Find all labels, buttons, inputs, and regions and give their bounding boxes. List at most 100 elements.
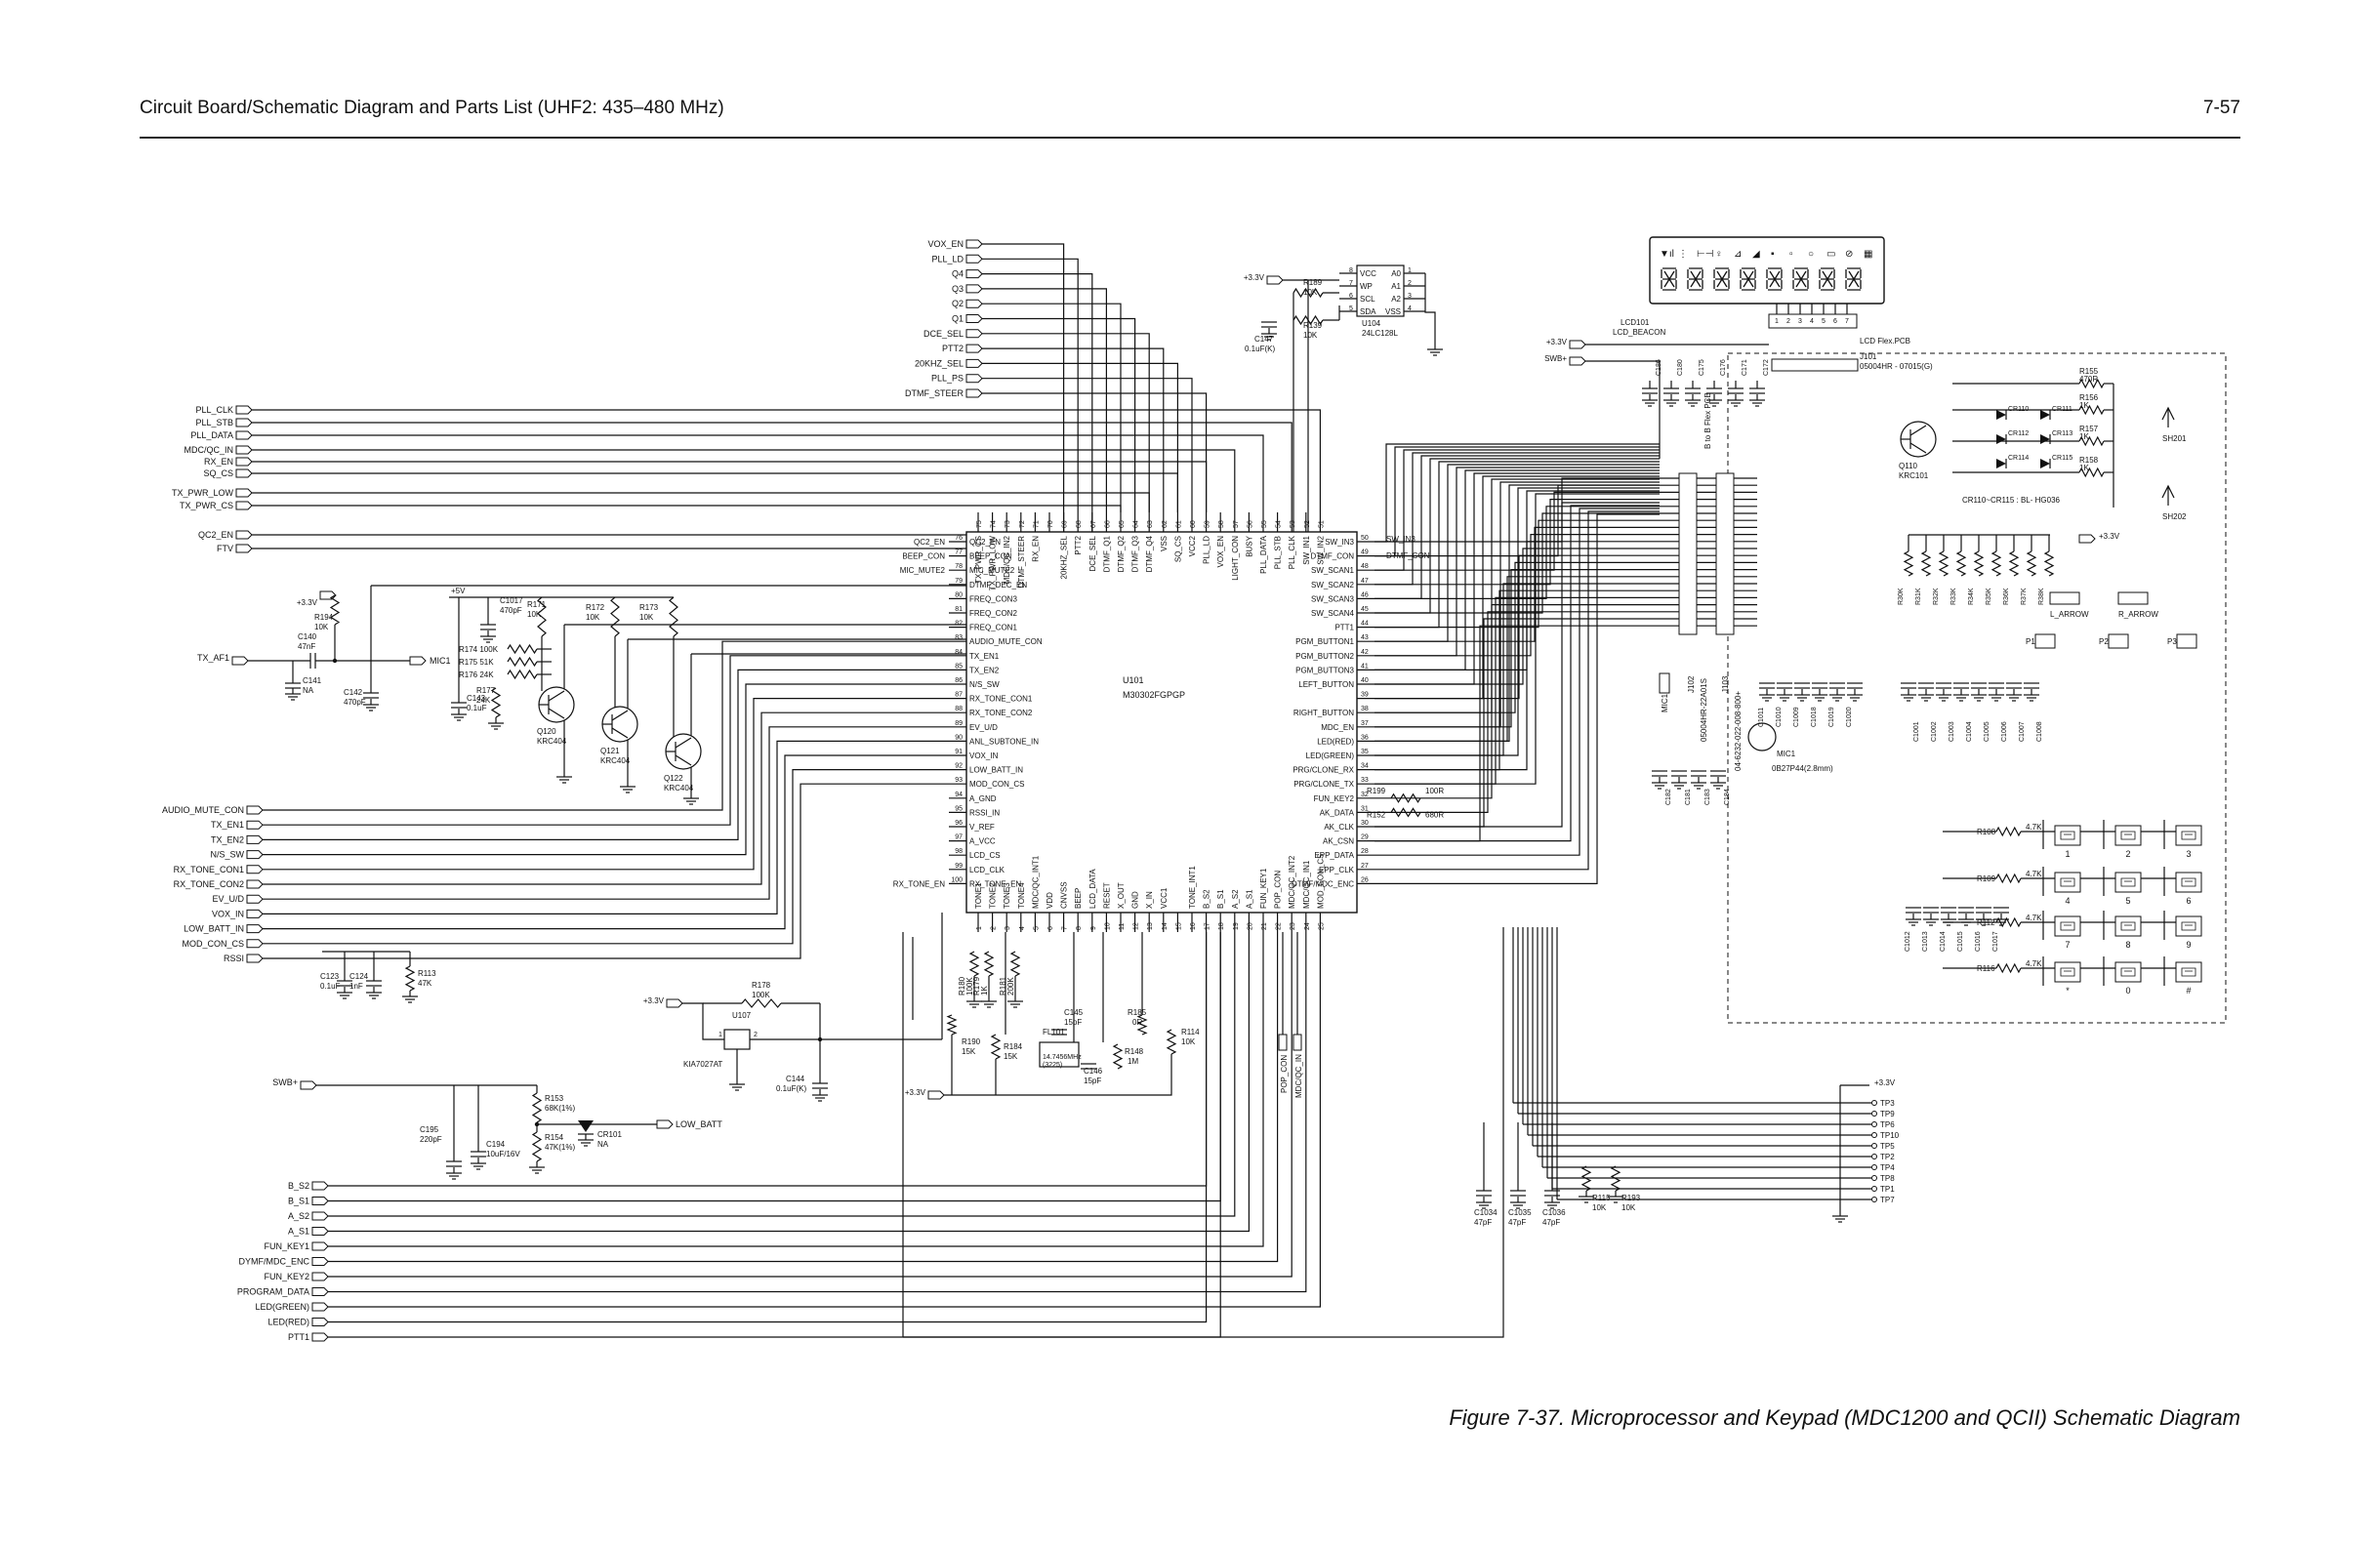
mcu-pin-name: PGM_BUTTON1 — [1295, 637, 1354, 646]
q122-transistor — [675, 737, 692, 749]
mcu-pin-name: SW_SCAN1 — [1311, 566, 1355, 575]
v33-port — [1266, 275, 1284, 285]
value-label: 10K — [1181, 1037, 1196, 1046]
q121-transistor — [611, 727, 629, 739]
ref-label: R178 — [752, 981, 771, 990]
mcu-pin-name: LIGHT_CON — [1231, 536, 1240, 581]
test-point-label: TP4 — [1880, 1163, 1895, 1172]
ref-label: R175 51K — [459, 658, 494, 667]
mid-connector — [246, 939, 264, 949]
mcu-pin-name: PGM_BUTTON2 — [1295, 652, 1354, 661]
mcu-pin-name: TONE3 — [1003, 882, 1011, 909]
mcu-pin-name: B_S1 — [1216, 889, 1225, 909]
bottom-connector — [311, 1211, 329, 1221]
wire — [263, 783, 949, 959]
value-label: 10K — [1303, 331, 1318, 340]
value-label: 0R — [1132, 1018, 1142, 1027]
top-connector-label: DTMF_STEER — [905, 388, 964, 398]
wire — [982, 392, 1208, 512]
eeprom-pin-name: WP — [1360, 282, 1373, 291]
mcu-pin-number: 5 — [1033, 926, 1040, 930]
mcu-pin-number: 99 — [955, 863, 963, 870]
mcu-pin-number: 4 — [1019, 926, 1026, 930]
sh201-label: SH201 — [2162, 434, 2187, 443]
left-connector-label: FTV — [217, 544, 233, 553]
test-point — [1871, 1143, 1877, 1149]
wire — [1375, 478, 1660, 713]
value-label: 1K — [980, 986, 989, 995]
mcu-pin-name: LOW_BATT_IN — [969, 766, 1023, 775]
mcu-pin-number: 52 — [1304, 520, 1311, 528]
bottom-connector-label: DYMF/MDC_ENC — [238, 1257, 309, 1267]
mcu-pin-name: FREQ_CON1 — [969, 624, 1017, 632]
v33-port — [927, 1090, 945, 1100]
mid-connector — [246, 894, 264, 904]
ref-label: MIC1 — [1777, 750, 1796, 758]
ref-label: C1012 — [1905, 931, 1911, 952]
q120-transistor — [548, 708, 565, 719]
mcu-pin-name: VSS — [1160, 536, 1169, 551]
mcu-pin-number: 72 — [1019, 520, 1026, 528]
wire — [263, 697, 949, 871]
mcu-pin-net: RX_TONE_EN — [893, 879, 945, 888]
value-label: 10K — [527, 610, 542, 619]
page-number: 7-57 — [2202, 98, 2240, 118]
wire — [252, 461, 1208, 512]
junction-dot — [332, 658, 338, 664]
mid-connector — [246, 834, 264, 844]
value-label: 1K — [2079, 401, 2089, 410]
wire — [263, 711, 949, 885]
wire — [328, 932, 1251, 1233]
wire — [982, 317, 1136, 512]
mcu-pin-number: 85 — [955, 663, 963, 670]
left-connector — [235, 430, 253, 440]
ref-label: CR111 — [2052, 406, 2072, 413]
ref-label: C1001 — [1913, 721, 1920, 742]
value-label: NA — [597, 1140, 609, 1149]
ref-label: R37K — [2021, 588, 2028, 605]
value-label: 470pF — [500, 606, 522, 615]
mcu-pin-number: 41 — [1361, 663, 1369, 670]
value-label: 0.1uF(K) — [1245, 345, 1275, 353]
mcu-pin-number: 11 — [1119, 923, 1126, 930]
swb-port — [1569, 356, 1586, 366]
v33-label: +3.3V — [2099, 532, 2120, 541]
ref-label: C140 — [298, 632, 317, 641]
ref-label: R181 — [999, 976, 1007, 995]
ref-label: R148 — [1125, 1047, 1144, 1056]
top-connector — [965, 314, 983, 323]
top-connector — [965, 254, 983, 264]
mcu-pin-name: SW_SCAN3 — [1311, 594, 1355, 603]
pin-number: 1 — [1775, 318, 1779, 325]
r189-resistor — [1293, 287, 1324, 299]
p1-label: P1 — [2026, 637, 2035, 646]
ref-label: C182 — [1665, 789, 1672, 805]
bottom-connector-label: FUN_KEY2 — [264, 1272, 309, 1281]
mcu-pin-name: LED(GREEN) — [1306, 752, 1355, 760]
lcd101-label: LCD101 — [1621, 318, 1650, 327]
wire — [1375, 513, 1660, 885]
mcu-pin-name: DTMF_DEC_EN — [969, 581, 1027, 589]
value-label: 100R — [1425, 787, 1444, 795]
ref-label: C172 — [1763, 359, 1770, 376]
ref-label: C1005 — [1984, 721, 1990, 742]
mcu-pin-name: PTT2 — [1074, 535, 1083, 554]
ref-label: C1011 — [1758, 708, 1765, 727]
wire — [1375, 618, 1660, 828]
resistor — [1920, 550, 1932, 577]
ref-label: R31K — [1915, 588, 1922, 605]
mcu-pin-name: B_S2 — [1203, 889, 1211, 909]
test-point — [1871, 1164, 1877, 1170]
value-label: 47K — [418, 979, 432, 988]
resistor — [2078, 404, 2105, 416]
resistor — [1938, 550, 1949, 577]
wire — [1424, 273, 1436, 344]
mcu-pin-name: TX_PWR_CS — [974, 536, 983, 584]
mid-connector — [246, 820, 264, 830]
resistor — [2078, 467, 2105, 478]
value-label: 220pF — [420, 1135, 442, 1144]
resistor — [1990, 550, 2002, 577]
mdc-qc-in-label: MDC/QC_IN — [1294, 1054, 1303, 1098]
top-connector — [965, 284, 983, 294]
